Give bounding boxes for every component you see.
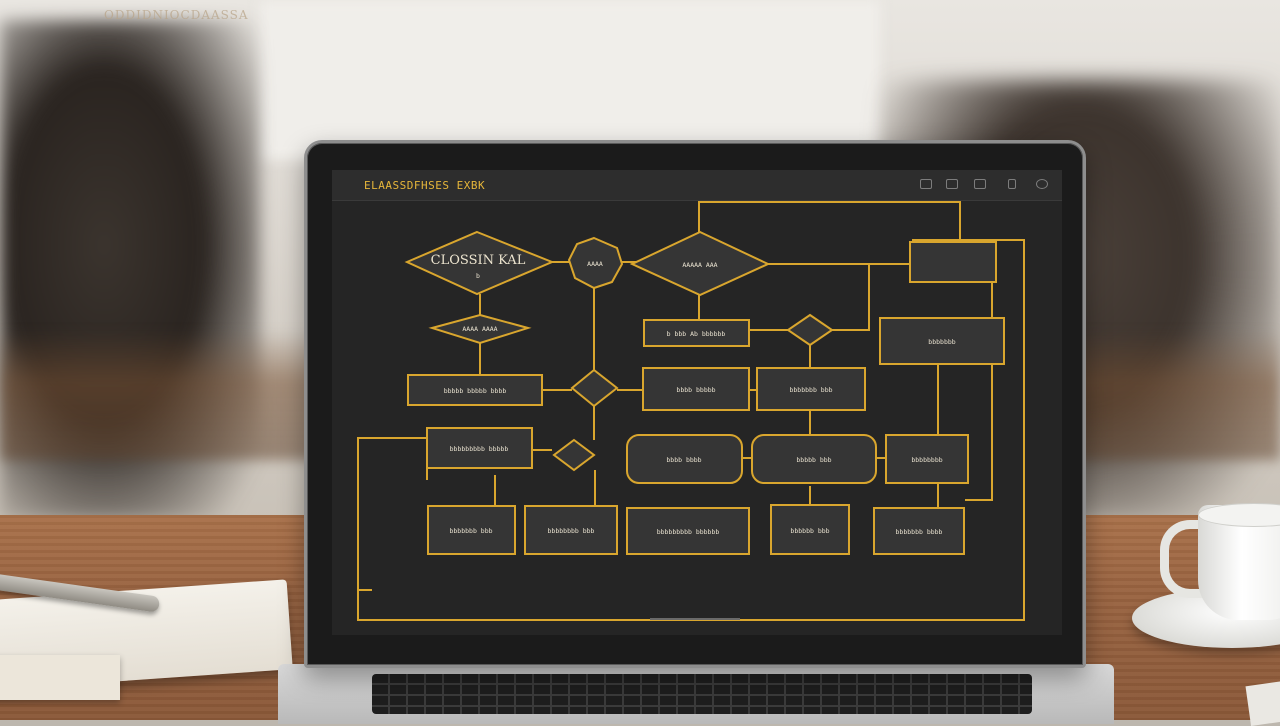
process-left-box (426, 427, 533, 469)
top-right-widget (909, 241, 997, 283)
bottom-box-3 (626, 507, 750, 555)
pill-left-node (626, 434, 743, 484)
connector (542, 389, 811, 438)
top-right-box (879, 317, 1005, 365)
app-titlebar: ELAASSDFHSES EXBK (332, 170, 1062, 201)
mid-process-box (643, 319, 750, 347)
connector (494, 449, 886, 505)
pill-right-label: bbbbb bbb (796, 456, 831, 464)
decision-diamond-top-label: AAAAA AAA (682, 261, 717, 269)
side-box-label: bbbbbbbb (911, 456, 942, 464)
left-process-box (407, 374, 543, 406)
process-left-label: bbbbbbbbb bbbbb (450, 445, 509, 453)
right-process-label-b: bbbbbbb bbb (789, 386, 832, 394)
decision-diamond-top (629, 230, 771, 297)
connector (749, 264, 870, 367)
grid-icon[interactable] (946, 179, 958, 189)
decision-diamond-center (570, 368, 619, 408)
connector (479, 285, 700, 440)
connector (357, 438, 428, 591)
bottom-box-1 (427, 505, 516, 555)
pill-left-label: bbbb bbbb (666, 456, 701, 464)
bottom-box-4-label: bbbbbb bbb (790, 527, 829, 535)
info-icon[interactable] (1008, 179, 1016, 189)
pill-right-node (751, 434, 877, 484)
start-diamond (404, 230, 555, 296)
settings-icon[interactable] (1036, 179, 1048, 189)
decision-diamond-left (428, 313, 532, 345)
right-process-box-a (642, 367, 750, 411)
flowchart-canvas: CLOSSIN KAL b AAAA AAAAA AAA AAAA AAAA b… (357, 201, 1025, 621)
keyboard-rows (372, 674, 1032, 714)
side-box (885, 434, 969, 484)
cup-handle (1160, 520, 1217, 598)
screen-footer-line (650, 618, 740, 620)
decision-diamond-lower (552, 438, 596, 472)
bottom-box-2-label: bbbbbbbb bbb (548, 527, 595, 535)
right-process-box-b (756, 367, 866, 411)
hex-node-label: AAAA (587, 260, 603, 268)
bottom-box-4 (770, 504, 850, 555)
decision-diamond-mid (786, 313, 834, 347)
laptop-screen: ELAASSDFHSES EXBK CLOSSIN KAL b AAAA AAA… (332, 170, 1062, 635)
right-process-label-a: bbbb bbbbb (676, 386, 715, 394)
connector (357, 201, 1025, 621)
bottom-box-1-label: bbbbbbb bbb (449, 527, 492, 535)
connector (809, 242, 993, 508)
notebook-page (0, 655, 120, 700)
cup-rim (1198, 503, 1280, 527)
layers-icon[interactable] (974, 179, 986, 189)
top-right-box-label: bbbbbbb (928, 338, 955, 346)
start-diamond-label: CLOSSIN KAL (431, 253, 526, 268)
bottom-box-5-label: bbbbbbb bbbb (896, 528, 943, 536)
bottom-box-2 (524, 505, 618, 555)
hex-node (567, 236, 624, 290)
background-window (260, 0, 880, 160)
bottom-box-3-label: bbbbbbbbb bbbbbb (657, 528, 720, 536)
bottom-box-5 (873, 507, 965, 555)
left-process-label: bbbbb bbbbb bbbb (444, 387, 507, 395)
watermark: ODDIDNIOCDAASSA (104, 8, 249, 22)
image-icon[interactable] (920, 179, 932, 189)
paper-card (1245, 678, 1280, 726)
app-title: ELAASSDFHSES EXBK (364, 179, 486, 192)
mid-process-label: b bbb Ab bbbbbb (667, 330, 726, 338)
start-diamond-sublabel: b (476, 272, 480, 280)
decision-diamond-left-label: AAAA AAAA (462, 325, 497, 333)
